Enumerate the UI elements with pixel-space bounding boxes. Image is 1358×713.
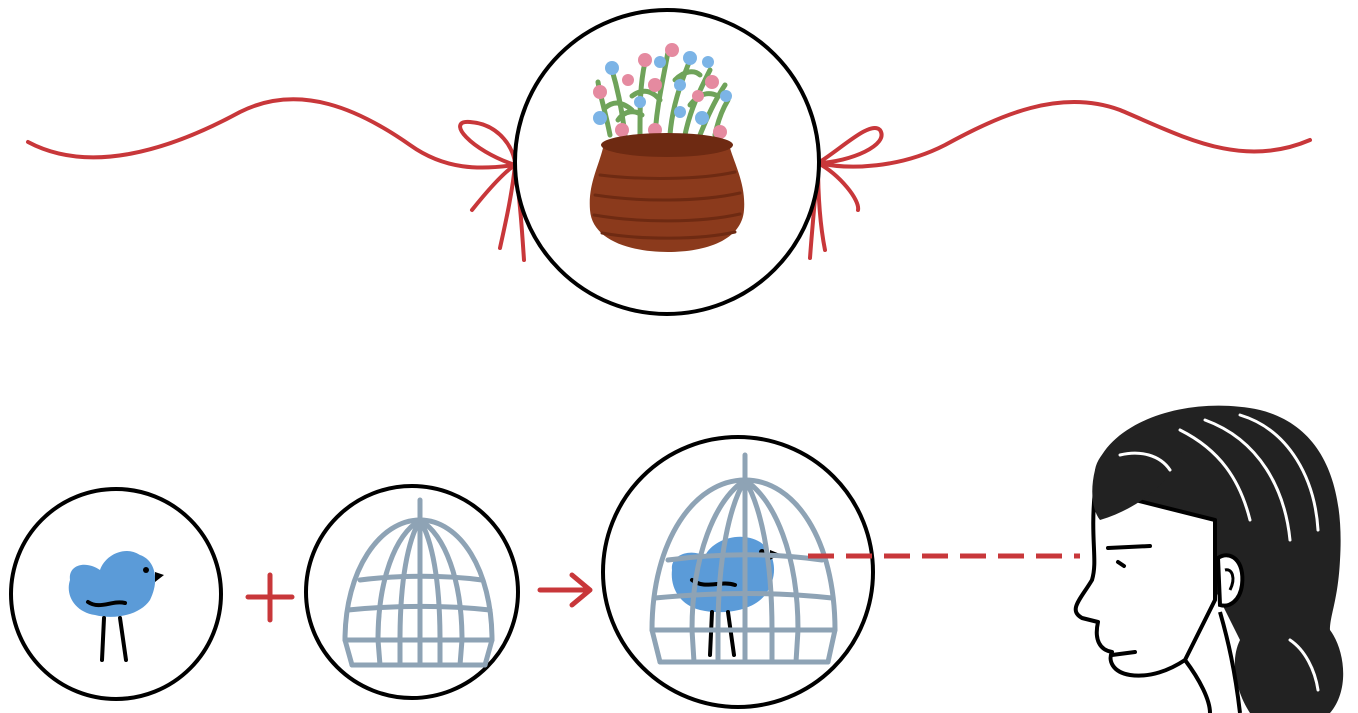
bird-circle <box>11 489 221 699</box>
ribbon-right-strand <box>818 102 1310 167</box>
plus-operator <box>248 575 292 620</box>
flower-basket-circle <box>515 10 819 314</box>
ribbon-left-strand <box>28 99 515 167</box>
woman-profile-icon <box>1076 406 1358 713</box>
arrow-operator <box>540 575 590 605</box>
cage-circle <box>306 486 518 698</box>
caged-bird-circle <box>603 437 873 707</box>
ribbon-right-bow <box>810 128 882 258</box>
